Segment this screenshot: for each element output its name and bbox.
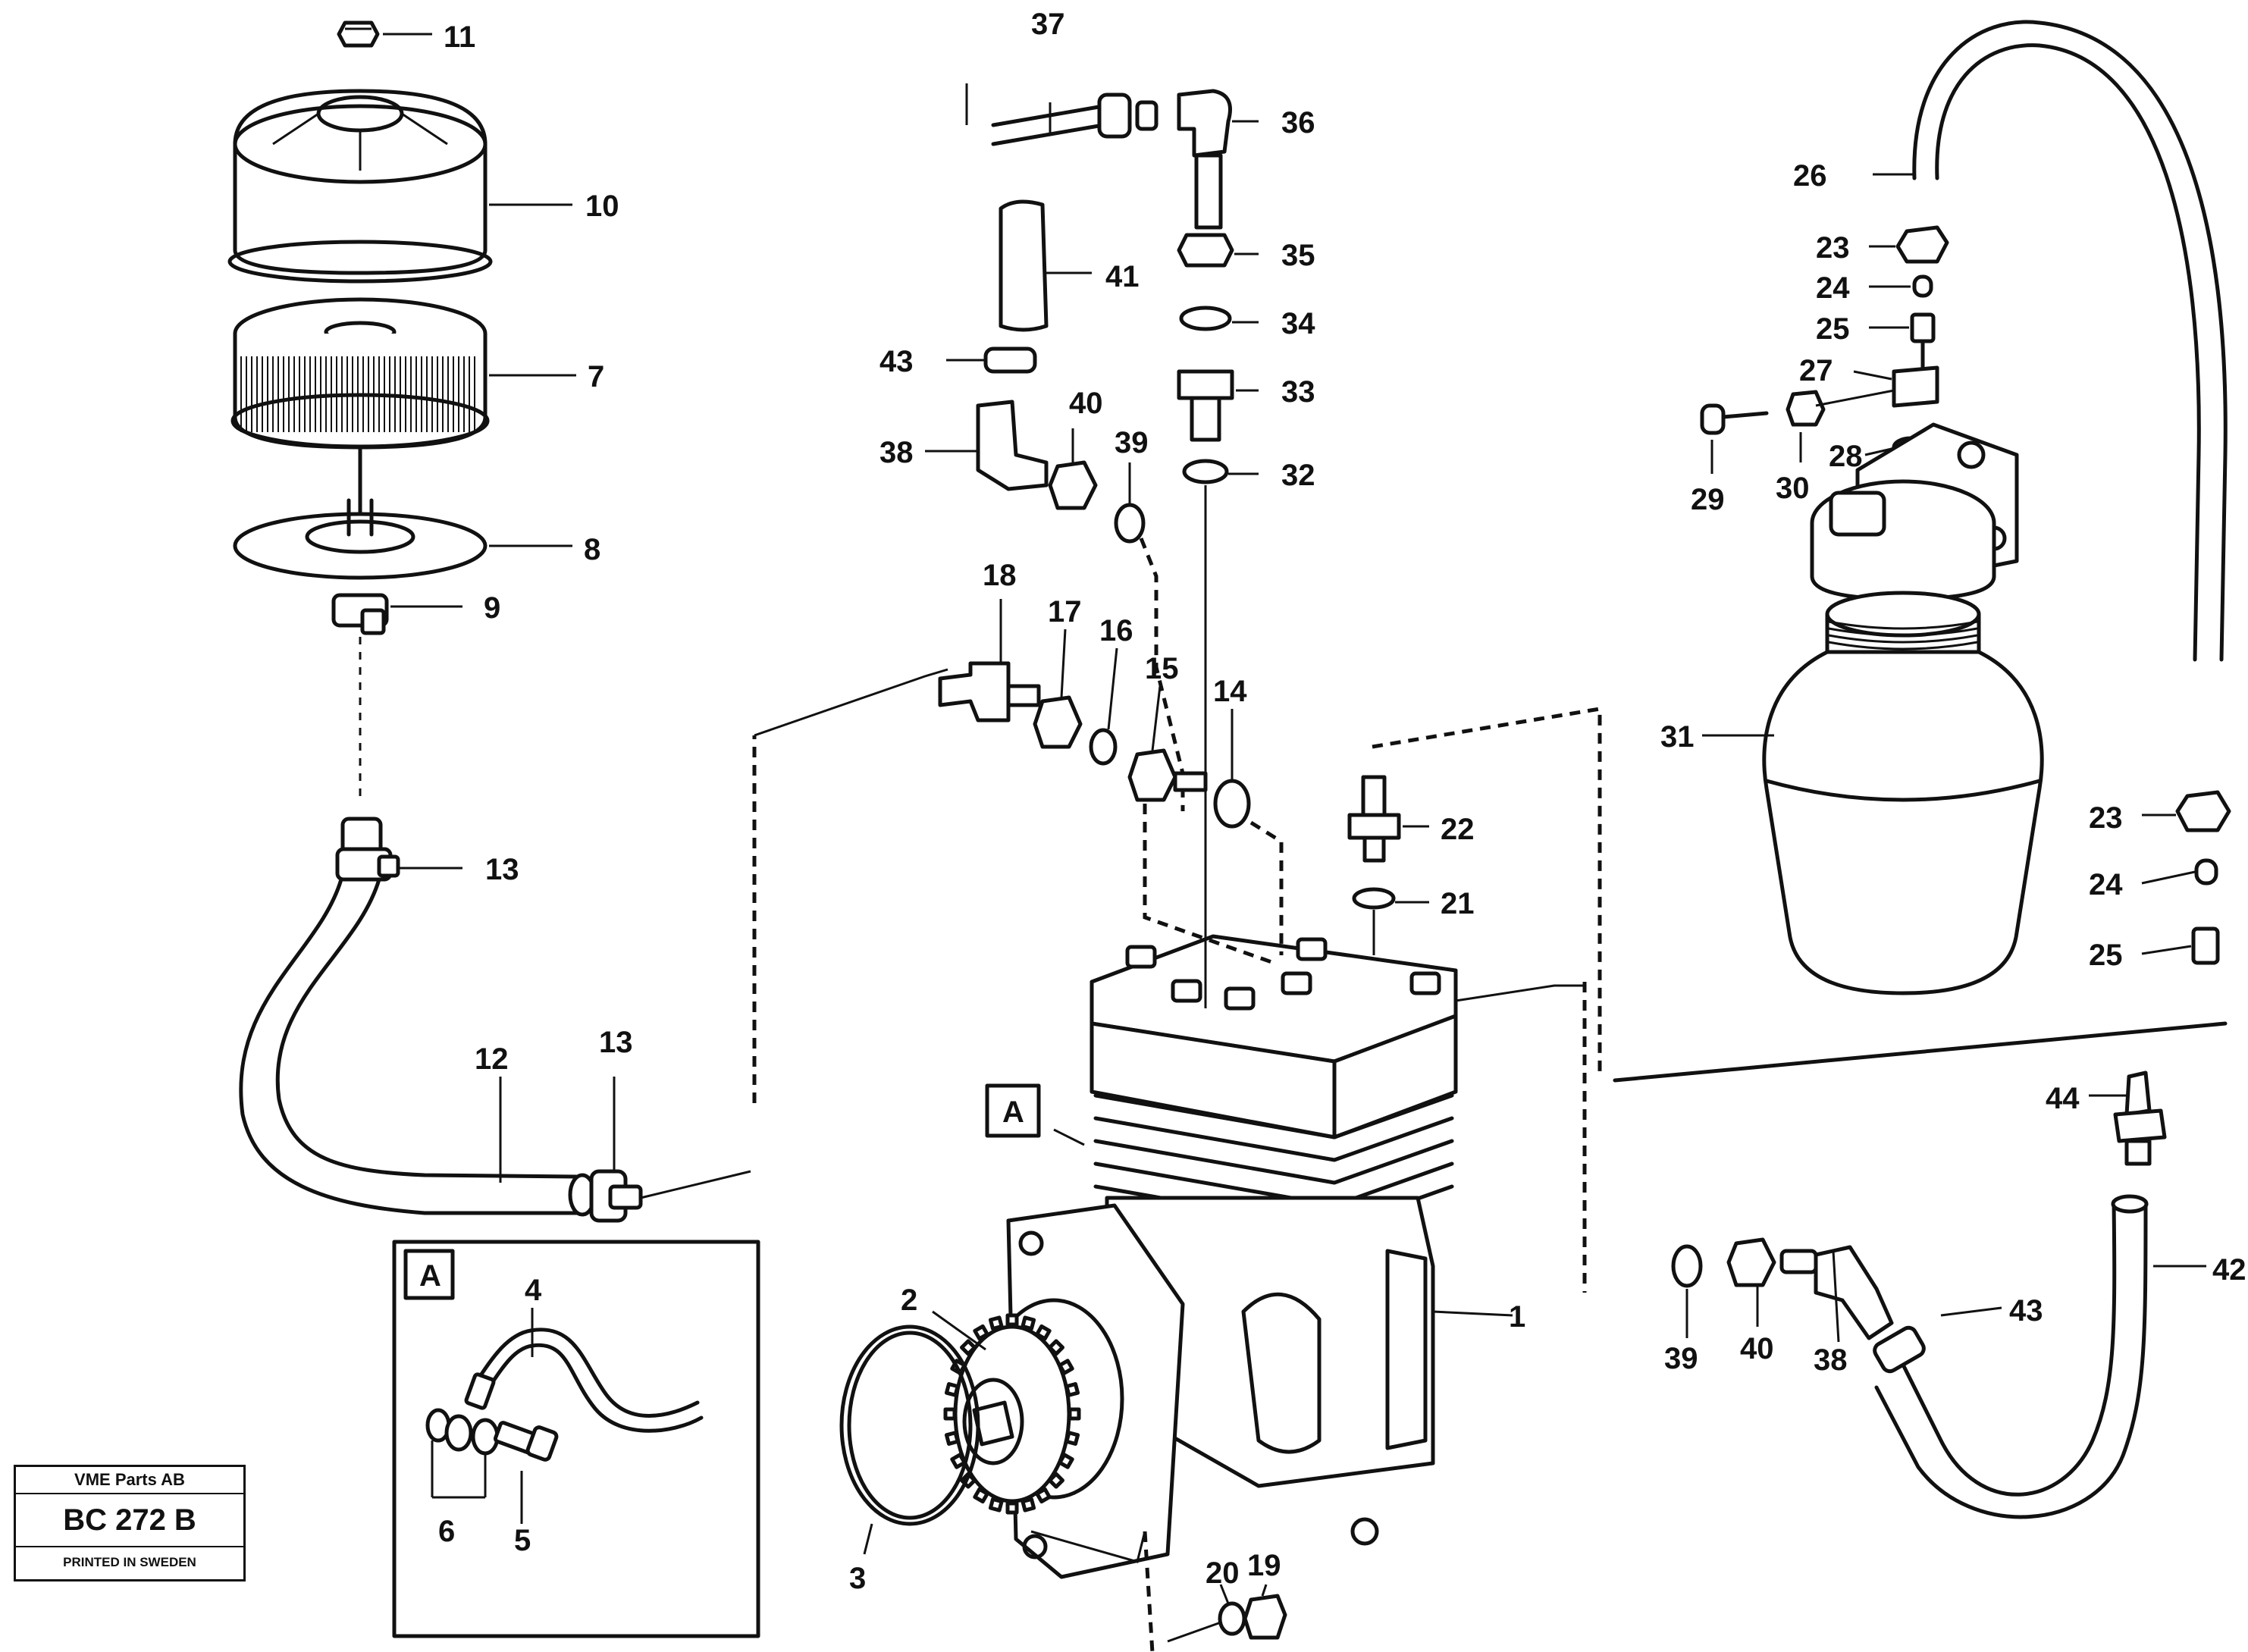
callout-15: 15 — [1145, 652, 1179, 685]
callout-27: 27 — [1799, 354, 1833, 387]
detail-a-inset — [392, 1240, 760, 1638]
part-1-air-compressor — [839, 934, 1458, 1579]
callout-32: 32 — [1281, 459, 1315, 492]
callout-24-lower: 24 — [2089, 868, 2123, 901]
callout-42: 42 — [2212, 1253, 2246, 1287]
callout-4: 4 — [525, 1274, 542, 1307]
callout-12: 12 — [475, 1042, 509, 1076]
callout-25-lower: 25 — [2089, 939, 2123, 972]
callout-1: 1 — [1509, 1300, 1525, 1334]
callout-29: 29 — [1691, 483, 1725, 516]
callout-41: 41 — [1105, 260, 1140, 293]
part-11-nut — [337, 20, 380, 48]
callout-3: 3 — [849, 1562, 866, 1595]
callout-25-upper: 25 — [1816, 312, 1850, 346]
callout-16: 16 — [1099, 614, 1133, 647]
part-7-filter-element — [230, 297, 490, 450]
callout-13-upper: 13 — [485, 853, 519, 886]
callout-38-lower: 38 — [1814, 1343, 1848, 1377]
callout-31: 31 — [1660, 720, 1695, 754]
callout-23-upper: 23 — [1816, 231, 1850, 265]
callout-39-lower: 39 — [1664, 1342, 1698, 1375]
callout-24-upper: 24 — [1816, 271, 1850, 305]
callout-26: 26 — [1793, 159, 1827, 193]
callout-13-lower: 13 — [599, 1026, 633, 1059]
callout-37: 37 — [1031, 8, 1065, 41]
callout-43-lower: 43 — [2009, 1294, 2043, 1328]
antifreeze-pump-assembly — [1613, 20, 2231, 1519]
part-13-hose-clamp-lower — [589, 1169, 643, 1223]
callout-23-lower: 23 — [2089, 801, 2123, 835]
part-8-baffle-plate — [233, 498, 488, 580]
callout-43-upper: 43 — [879, 345, 914, 378]
callout-20: 20 — [1206, 1556, 1240, 1590]
callout-10: 10 — [585, 190, 619, 223]
callout-6: 6 — [438, 1515, 455, 1548]
callout-14: 14 — [1213, 675, 1247, 708]
title-block-printed: PRINTED IN SWEDEN — [63, 1555, 196, 1569]
callout-30: 30 — [1776, 472, 1810, 505]
title-block-code: BC 272 B — [16, 1494, 243, 1547]
detail-a-inset-letter: A — [419, 1259, 441, 1293]
callout-33: 33 — [1281, 375, 1315, 409]
title-block-company: VME Parts AB — [16, 1467, 243, 1494]
callout-39-upper: 39 — [1115, 426, 1149, 459]
part-12-intake-hose — [239, 877, 597, 1217]
title-block: VME Parts AB BC 272 B PRINTED IN SWEDEN — [14, 1465, 246, 1581]
callout-19: 19 — [1247, 1549, 1281, 1582]
callout-40-upper: 40 — [1069, 387, 1103, 420]
callout-38-upper: 38 — [879, 436, 914, 469]
callout-22: 22 — [1441, 813, 1475, 846]
air-filter-assembly — [227, 20, 643, 1223]
part-10-filter-cover — [227, 89, 493, 284]
part-13-hose-clamp-upper — [335, 817, 400, 882]
callout-36: 36 — [1281, 106, 1315, 139]
detail-a-marker-letter: A — [1002, 1096, 1024, 1129]
callout-2: 2 — [901, 1284, 917, 1317]
leader-lines — [383, 33, 2206, 1643]
callout-21: 21 — [1441, 887, 1475, 920]
callout-34: 34 — [1281, 307, 1315, 340]
callout-8: 8 — [584, 533, 600, 566]
callout-numbers: 1 2 3 4 5 6 7 8 9 10 11 12 13 13 14 15 1… — [419, 8, 2246, 1595]
delivery-line-fittings — [752, 89, 1602, 1652]
callout-28: 28 — [1829, 440, 1863, 473]
callout-9: 9 — [484, 591, 500, 625]
callout-17: 17 — [1048, 595, 1082, 629]
detail-a-marker — [985, 1083, 1041, 1138]
callout-11: 11 — [444, 20, 475, 54]
part-9-hose-clamp — [331, 593, 389, 635]
callout-18: 18 — [983, 559, 1017, 592]
callout-44: 44 — [2046, 1082, 2080, 1115]
callout-7: 7 — [588, 360, 604, 393]
callout-5: 5 — [514, 1524, 531, 1557]
part-19-20-nut-washer — [1218, 1594, 1287, 1640]
callout-40-lower: 40 — [1740, 1332, 1774, 1365]
callout-35: 35 — [1281, 239, 1315, 272]
